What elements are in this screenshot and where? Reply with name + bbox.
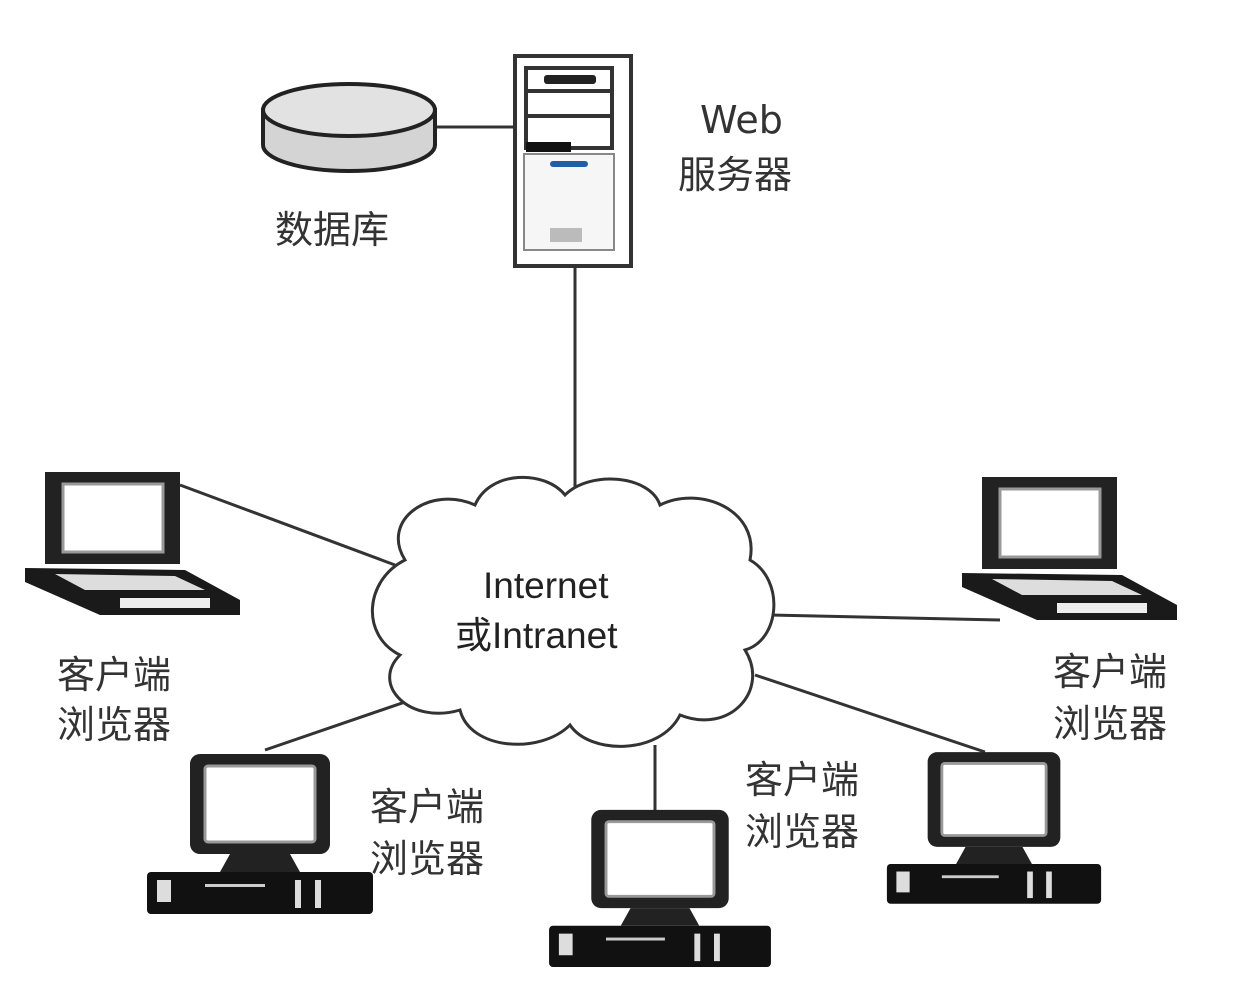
client-label-line1: 客户端 [1053, 650, 1167, 694]
server-label-line2: 服务器 [678, 153, 792, 197]
database-icon [261, 82, 437, 173]
cloud-icon [370, 475, 776, 748]
connections [179, 125, 1001, 810]
network-label-line1: Internet [483, 565, 609, 606]
server-icon [513, 54, 633, 268]
client-label-line2: 浏览器 [57, 703, 171, 747]
client-label-line2: 浏览器 [370, 837, 484, 881]
desktop-icon-center [547, 808, 773, 968]
client-label-line2: 浏览器 [745, 810, 859, 854]
laptop-icon-left [25, 470, 240, 615]
desktop-icon-left [145, 752, 375, 915]
client-label-line2: 浏览器 [1053, 702, 1167, 746]
desktop-icon-right [885, 750, 1103, 905]
laptop-icon-right [962, 475, 1177, 620]
client-label-line1: 客户端 [57, 653, 171, 697]
client-label-line1: 客户端 [370, 785, 484, 829]
server-label-line1: Web [700, 98, 783, 142]
network-label-line2: 或Intranet [455, 615, 618, 656]
desktop-right-link [754, 673, 986, 754]
laptop-left-link [179, 483, 396, 567]
laptop-right-link [769, 613, 1001, 622]
database-label: 数据库 [275, 208, 389, 252]
client-label-line1: 客户端 [745, 758, 859, 802]
